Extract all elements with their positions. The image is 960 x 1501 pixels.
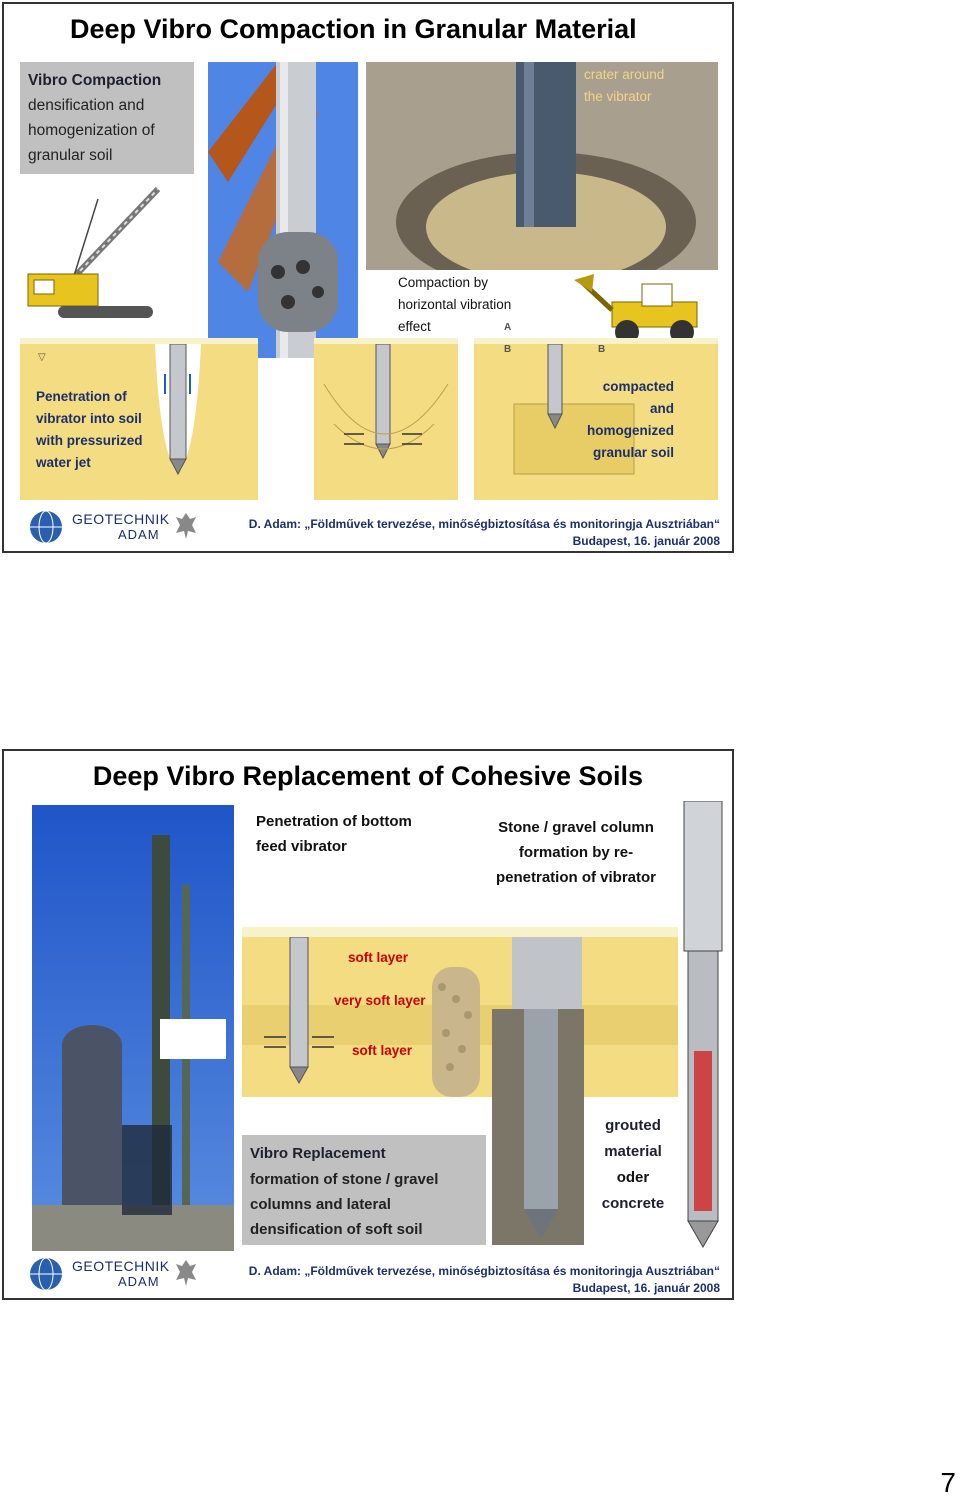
compaction-label: horizontal vibration xyxy=(398,297,512,312)
penetration-label: water jet xyxy=(36,455,91,470)
penetration-label: Penetration of xyxy=(36,389,127,404)
oder-label: oder xyxy=(616,1169,650,1186)
info-box-heading: Vibro Compaction xyxy=(28,72,162,89)
eagle-icon xyxy=(176,1260,196,1286)
column-label: Stone / gravel column xyxy=(498,819,654,836)
logo-line2: ADAM xyxy=(118,1274,160,1289)
page-number: 7 xyxy=(940,1467,956,1498)
compacted-label: compacted xyxy=(602,379,674,394)
diagram-sky-right xyxy=(474,338,718,344)
concrete-label: concrete xyxy=(601,1195,665,1212)
eagle-icon xyxy=(176,513,196,539)
compacted-label: homogenized xyxy=(587,423,674,438)
diagram-sky-left xyxy=(20,338,258,344)
info-line: formation of stone / gravel xyxy=(250,1171,439,1188)
info-box-heading: Vibro Replacement xyxy=(250,1145,386,1162)
info-line: densification of soft soil xyxy=(250,1221,423,1238)
penetration-label: feed vibrator xyxy=(256,838,347,855)
info-line: homogenization of xyxy=(28,122,155,139)
marker-b: B xyxy=(504,344,512,355)
logo-line1: GEOTECHNIK xyxy=(72,511,170,527)
vibrator-photo xyxy=(492,1009,584,1245)
info-line: columns and lateral xyxy=(250,1196,391,1213)
compacted-label: granular soil xyxy=(592,445,674,460)
footer-author: D. Adam: „Földművek tervezése, minőségbi… xyxy=(248,1264,720,1278)
compaction-label: effect xyxy=(398,319,431,334)
vibrator-tower-photo xyxy=(208,62,358,358)
slide-vibro-compaction: Deep Vibro Compaction in Granular Materi… xyxy=(2,2,734,553)
globe-icon xyxy=(30,1257,62,1291)
info-line: granular soil xyxy=(28,147,113,164)
marker-b: B xyxy=(598,344,606,355)
soil-diagram: soft layer very soft layer soft layer xyxy=(242,937,678,1097)
slide-title: Deep Vibro Replacement of Cohesive Soils xyxy=(92,761,644,791)
layer-label: very soft layer xyxy=(334,993,426,1008)
crane-illustration xyxy=(18,184,168,344)
footer-author: D. Adam: „Földművek tervezése, minőségbi… xyxy=(248,517,720,531)
loader-illustration xyxy=(572,272,722,346)
compacted-label: and xyxy=(649,401,674,416)
footer-date: Budapest, 16. január 2008 xyxy=(572,534,720,548)
crater-photo: crater around the vibrator xyxy=(366,62,718,270)
info-box: Vibro Compaction densification and homog… xyxy=(20,62,194,174)
geotechnik-logo: GEOTECHNIK ADAM xyxy=(26,509,206,545)
crater-label: the vibrator xyxy=(584,89,652,104)
diagram-gap xyxy=(458,344,474,500)
photo-label-blank xyxy=(160,1019,226,1059)
diagram-sky xyxy=(242,927,678,937)
layer-label: soft layer xyxy=(348,950,409,965)
info-line: densification and xyxy=(28,97,145,114)
grouted-label: grouted xyxy=(605,1117,661,1134)
grouted-label: material xyxy=(604,1143,662,1160)
crater-label: crater around xyxy=(584,67,665,82)
diagram-penetration: ▽ Penetration of vibrator into soil with… xyxy=(20,344,258,500)
logo-line1: GEOTECHNIK xyxy=(72,1258,170,1274)
diagram-compacted: compacted and homogenized granular soil xyxy=(474,344,718,500)
geotechnik-logo: GEOTECHNIK ADAM xyxy=(26,1256,206,1292)
slide-vibro-replacement: Deep Vibro Replacement of Cohesive Soils… xyxy=(2,749,734,1300)
column-label: formation by re- xyxy=(518,844,634,861)
svg-text:▽: ▽ xyxy=(38,352,46,363)
layer-label: soft layer xyxy=(352,1043,413,1058)
marker-a: A xyxy=(504,322,512,333)
diagram-sky-middle xyxy=(314,338,458,344)
logo-line2: ADAM xyxy=(118,527,160,542)
penetration-label: with pressurized xyxy=(36,433,143,448)
column-label: penetration of vibrator xyxy=(495,869,656,886)
slide-title: Deep Vibro Compaction in Granular Materi… xyxy=(70,14,637,44)
compaction-label: Compaction by xyxy=(398,275,489,290)
penetration-label: vibrator into soil xyxy=(36,411,142,426)
penetration-label: Penetration of bottom xyxy=(256,813,412,830)
diagram-compaction xyxy=(314,344,458,500)
globe-icon xyxy=(30,510,62,544)
footer-date: Budapest, 16. január 2008 xyxy=(572,1281,720,1295)
info-box: Vibro Replacement formation of stone / g… xyxy=(242,1135,486,1245)
vibrator-section xyxy=(680,801,726,1251)
